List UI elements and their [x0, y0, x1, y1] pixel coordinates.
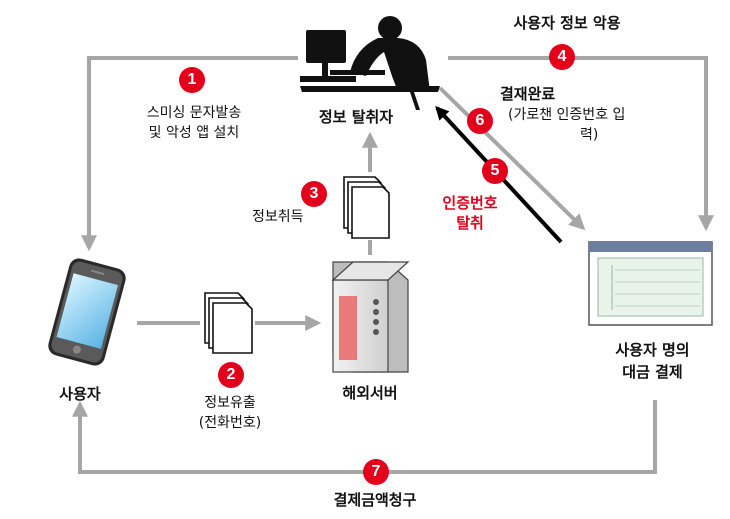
- flow-arrows: [72, 56, 714, 474]
- step3-label: 정보취득: [252, 209, 304, 225]
- step6-label-line3: 력): [580, 127, 599, 143]
- step6-label-line1: 결재완료: [500, 85, 556, 103]
- arrow-step4: [448, 56, 714, 232]
- payment-label-line2: 대금 결제: [622, 363, 683, 381]
- payment-window-icon: [588, 241, 713, 326]
- user-label: 사용자: [59, 385, 101, 403]
- phone-icon: [48, 258, 126, 366]
- step-badge-3: 3: [301, 181, 327, 207]
- document-stack-icon: [204, 292, 253, 354]
- step6-label-line2: (가로챈 인증번호 입: [508, 107, 626, 123]
- step2-label-line1: 정보유출: [204, 395, 256, 411]
- step-badge-1: 1: [179, 67, 205, 93]
- step-badge-7: 7: [363, 459, 389, 485]
- step4-label: 사용자 정보 악용: [513, 14, 621, 32]
- step-badge-6: 6: [467, 108, 493, 134]
- step7-label: 결제금액청구: [333, 491, 417, 509]
- server-label: 해외서버: [342, 384, 398, 402]
- document-stack-icon: [343, 176, 390, 239]
- step1-label-line1: 스미싱 문자발송: [146, 105, 242, 121]
- arrow-step6: [438, 86, 586, 231]
- step2-label-line2: (전화번호): [198, 415, 262, 431]
- step-badge-5: 5: [482, 158, 508, 184]
- step5-label-line2: 탈취: [456, 214, 484, 232]
- step1-label-line2: 및 악성 앱 설치: [148, 125, 240, 141]
- step-badge-2: 2: [218, 362, 244, 388]
- payment-label-line1: 사용자 명의: [615, 341, 690, 359]
- hacker-computer-icon: [300, 16, 440, 110]
- step5-label-line1: 인증번호: [442, 194, 498, 212]
- arrow-step1: [81, 56, 298, 252]
- server-icon: [331, 261, 410, 373]
- step-badge-4: 4: [549, 44, 575, 70]
- hacker-label: 정보 탈취자: [318, 108, 394, 126]
